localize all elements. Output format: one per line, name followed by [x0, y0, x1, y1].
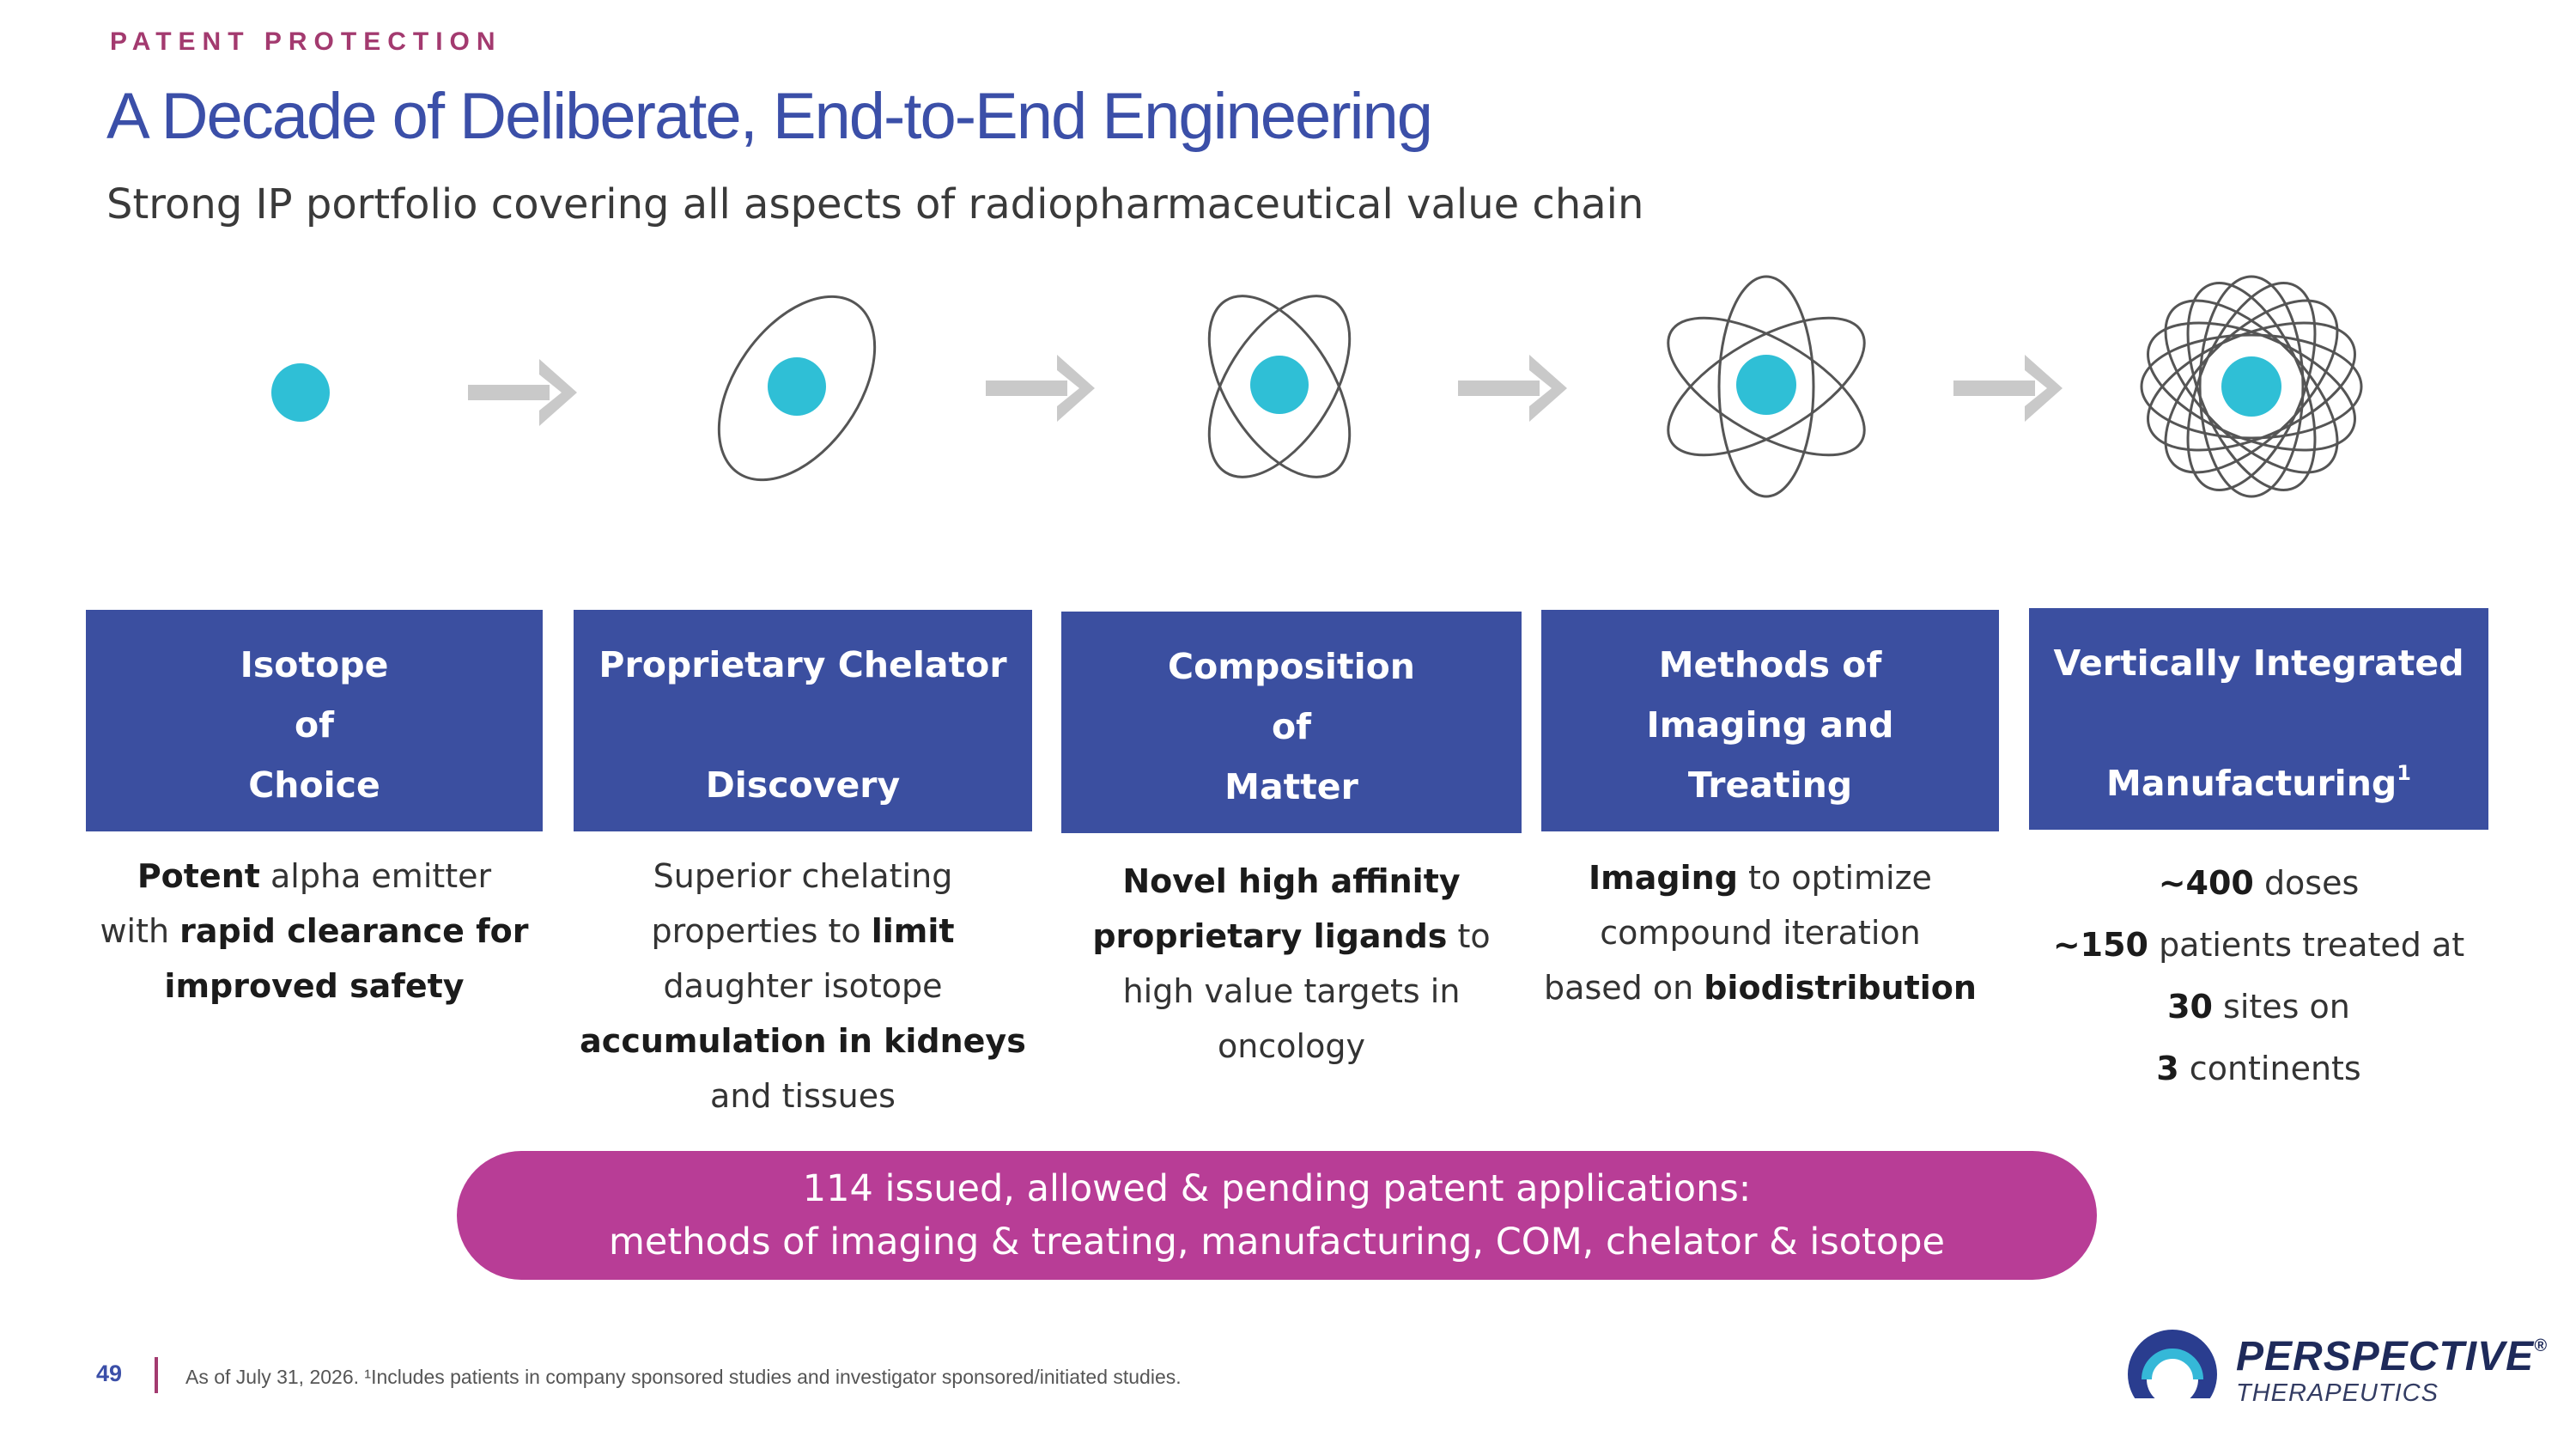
stage-title-line: Discovery: [705, 764, 901, 806]
stage-description: Superior chelating properties to limit dau…: [574, 849, 1032, 1123]
description-text: to: [1447, 917, 1491, 955]
description-text: Imaging: [1589, 859, 1738, 897]
description-text: properties to: [651, 912, 872, 950]
stage-box-isotope: Isotope of Choice: [86, 610, 543, 831]
description-line: accumulation in kidneys: [574, 1014, 1032, 1068]
description-line: with rapid clearance for: [86, 904, 543, 959]
stage-title-line: Methods of: [1658, 644, 1882, 685]
description-text: daughter isotope: [663, 967, 943, 1005]
perspective-logo-icon: [2121, 1330, 2224, 1426]
description-text: continents: [2178, 1050, 2361, 1087]
atom-one-orbit-icon: [717, 295, 877, 482]
description-line: compound iteration: [1541, 905, 1979, 960]
description-text: ~150: [2052, 926, 2148, 964]
description-text: 30: [2167, 988, 2213, 1026]
description-line: 30 sites on: [2029, 976, 2488, 1038]
arrow-right-icon: [1953, 355, 2063, 422]
stage-title-line: of: [294, 704, 334, 746]
description-text: oncology: [1218, 1027, 1365, 1065]
description-line: properties to limit: [574, 904, 1032, 959]
description-text: high value targets in: [1122, 972, 1461, 1010]
footnote-marker: 1: [2397, 761, 2411, 785]
stage-title-line: Treating: [1687, 764, 1853, 806]
stage-description: Novel high affinity proprietary ligands t…: [1061, 854, 1522, 1074]
description-text: sites on: [2212, 988, 2350, 1026]
atom-progression-diagram: [271, 275, 2363, 498]
description-line: high value targets in: [1061, 964, 1522, 1019]
arrow-right-icon: [1458, 355, 1567, 422]
description-text: compound iteration: [1600, 914, 1921, 952]
description-line: based on biodistribution: [1541, 960, 1979, 1015]
stage-title-line: Matter: [1224, 766, 1358, 807]
description-text: rapid clearance for: [179, 912, 529, 950]
description-text: with: [100, 912, 180, 950]
description-text: proprietary ligands: [1092, 917, 1448, 955]
description-text: biodistribution: [1704, 969, 1977, 1007]
description-text: limit: [871, 912, 955, 950]
description-text: 3: [2156, 1050, 2179, 1087]
atom-three-orbits-icon: [1667, 275, 1866, 498]
description-text: ~400: [2158, 864, 2254, 902]
atom-many-orbits-icon: [2140, 275, 2363, 498]
description-line: Potent alpha emitter: [86, 849, 543, 904]
banner-line-1: 114 issued, allowed & pending patent app…: [802, 1167, 1752, 1210]
description-text: to optimize: [1737, 859, 1932, 897]
description-line: daughter isotope: [574, 959, 1032, 1014]
stage-title-line: of: [1271, 706, 1311, 747]
section-eyebrow: PATENT PROTECTION: [110, 27, 502, 56]
description-text: alpha emitter: [259, 857, 492, 895]
stage-box-methods: Methods of Imaging and Treating: [1541, 610, 1999, 831]
banner-line-2: methods of imaging & treating, manufactu…: [609, 1221, 1945, 1263]
description-line: improved safety: [86, 959, 543, 1014]
footer-divider: [155, 1357, 158, 1393]
arrow-right-icon: [468, 359, 577, 426]
stage-title-line: Composition: [1168, 646, 1415, 687]
stage-title-line: Vertically Integrated: [2053, 642, 2464, 684]
description-line: Superior chelating: [574, 849, 1032, 904]
description-text: and tissues: [710, 1077, 896, 1115]
atom-nucleus-icon: [271, 363, 330, 422]
description-text: doses: [2253, 864, 2360, 902]
stage-box-composition: Composition of Matter: [1061, 612, 1522, 833]
arrow-right-icon: [986, 355, 1095, 422]
description-line: and tissues: [574, 1068, 1032, 1123]
description-text: Potent: [137, 857, 260, 895]
page-number: 49: [96, 1361, 123, 1386]
stage-title-line: Manufacturing1: [2106, 761, 2411, 804]
logo-wordmark: PERSPECTIVE®: [2236, 1334, 2548, 1379]
stage-description: Imaging to optimize compound iteration bas…: [1541, 850, 1979, 1015]
description-line: Imaging to optimize: [1541, 850, 1979, 905]
page-title: A Decade of Deliberate, End-to-End Engin…: [106, 80, 1433, 153]
patent-summary-banner: 114 issued, allowed & pending patent app…: [457, 1151, 2097, 1280]
description-text: Superior chelating: [653, 857, 953, 895]
stage-box-manufacturing: Vertically Integrated Manufacturing1: [2029, 608, 2488, 830]
description-line: Novel high affinity: [1061, 854, 1522, 909]
stage-title-line: Isotope: [240, 644, 389, 685]
description-text: accumulation in kidneys: [580, 1022, 1026, 1060]
description-text: patients treated at: [2148, 926, 2465, 964]
atom-two-orbits-icon: [1207, 295, 1352, 478]
description-text: based on: [1544, 969, 1704, 1007]
description-line: oncology: [1061, 1019, 1522, 1074]
trademark-symbol: ®: [2534, 1336, 2548, 1355]
description-line: proprietary ligands to: [1061, 909, 1522, 964]
stage-box-chelator: Proprietary Chelator Discovery: [574, 610, 1032, 831]
footnote: As of July 31, 2026. ¹Includes patients …: [185, 1366, 1182, 1388]
page-subtitle: Strong IP portfolio covering all aspects…: [106, 180, 1644, 228]
description-text: improved safety: [164, 967, 465, 1005]
description-line: 3 continents: [2029, 1038, 2488, 1099]
logo-tagline: THERAPEUTICS: [2236, 1379, 2439, 1407]
description-line: ~400 doses: [2029, 852, 2488, 914]
stage-title-line: Imaging and: [1646, 704, 1894, 746]
stage-title-line: Proprietary Chelator: [598, 644, 1007, 685]
stage-title-line: Choice: [248, 764, 380, 806]
description-text: Novel high affinity: [1122, 862, 1461, 900]
description-line: ~150 patients treated at: [2029, 914, 2488, 976]
